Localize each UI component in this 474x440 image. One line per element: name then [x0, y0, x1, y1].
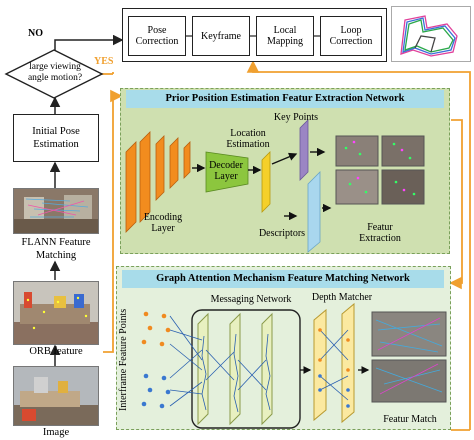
- step-label: Local Mapping: [266, 25, 304, 47]
- orb-label: ORB feature: [29, 346, 83, 357]
- location-shape: [261, 151, 271, 213]
- step-label: Loop Correction: [329, 25, 373, 47]
- step-loop-correction: Loop Correction: [320, 16, 382, 56]
- location-label: Location Estimation: [226, 128, 270, 150]
- keypoints-label: Key Points: [273, 112, 319, 123]
- step-keyframe: Keyframe: [192, 16, 250, 56]
- flann-label: FLANN Feature Matching: [21, 237, 91, 261]
- extraction-panel-title: Prior Position Estimation Featur Extract…: [165, 93, 405, 104]
- step-label: Pose Correction: [135, 25, 179, 47]
- yes-label: YES: [94, 56, 114, 67]
- arrow-no-path: [54, 34, 124, 52]
- extraction-output-label: Featur Extraction: [359, 222, 401, 244]
- messaging-layers: [197, 312, 273, 426]
- extraction-panel-title-bar: [126, 90, 444, 108]
- image-label: Image: [42, 427, 70, 438]
- interframe-label: Interframe Feature Points: [118, 308, 129, 412]
- step-local-mapping: Local Mapping: [256, 16, 314, 56]
- interframe-points: [141, 311, 171, 409]
- match-output-photos: [371, 311, 447, 403]
- step-pose-correction: Pose Correction: [128, 16, 186, 56]
- messaging-label: Messaging Network: [210, 294, 292, 305]
- input-photo: [13, 366, 99, 426]
- initial-pose-label: Initial Pose Estimation: [32, 126, 80, 150]
- encoding-label: Encoding Layer: [143, 212, 183, 234]
- orange-path-extraction-to-matching: [449, 119, 463, 290]
- decision-question: large viewing angle motion?: [27, 62, 83, 83]
- trajectory-map-image: [391, 6, 471, 62]
- flann-photo: [13, 188, 99, 234]
- encoding-layers: [125, 131, 191, 233]
- extraction-output-photos: [335, 135, 425, 205]
- matching-panel-title-bar: [122, 270, 444, 288]
- step-label: Keyframe: [201, 30, 241, 42]
- descriptors-shape: [307, 171, 321, 253]
- orb-photo: [13, 281, 99, 345]
- matching-network-diagram: [141, 302, 447, 429]
- keypoints-shape: [299, 119, 309, 181]
- extraction-network-diagram: [125, 119, 425, 253]
- step-arrows: [186, 35, 320, 37]
- decoder-shape: [205, 151, 249, 193]
- orange-path-to-top-steps: [246, 60, 471, 430]
- match-output-label: Featur Match: [383, 414, 437, 425]
- orange-path-to-extraction: [103, 89, 123, 353]
- decoder-label: Decoder Layer: [209, 160, 243, 182]
- decision-diamond: [4, 49, 104, 99]
- no-label: NO: [28, 28, 43, 39]
- depth-label: Depth Matcher: [311, 292, 373, 303]
- descriptors-label: Descriptors: [258, 228, 306, 239]
- matching-panel-title: Graph Attention Mechanism Feature Matchi…: [156, 273, 410, 284]
- initial-pose-box: Initial Pose Estimation: [13, 114, 99, 162]
